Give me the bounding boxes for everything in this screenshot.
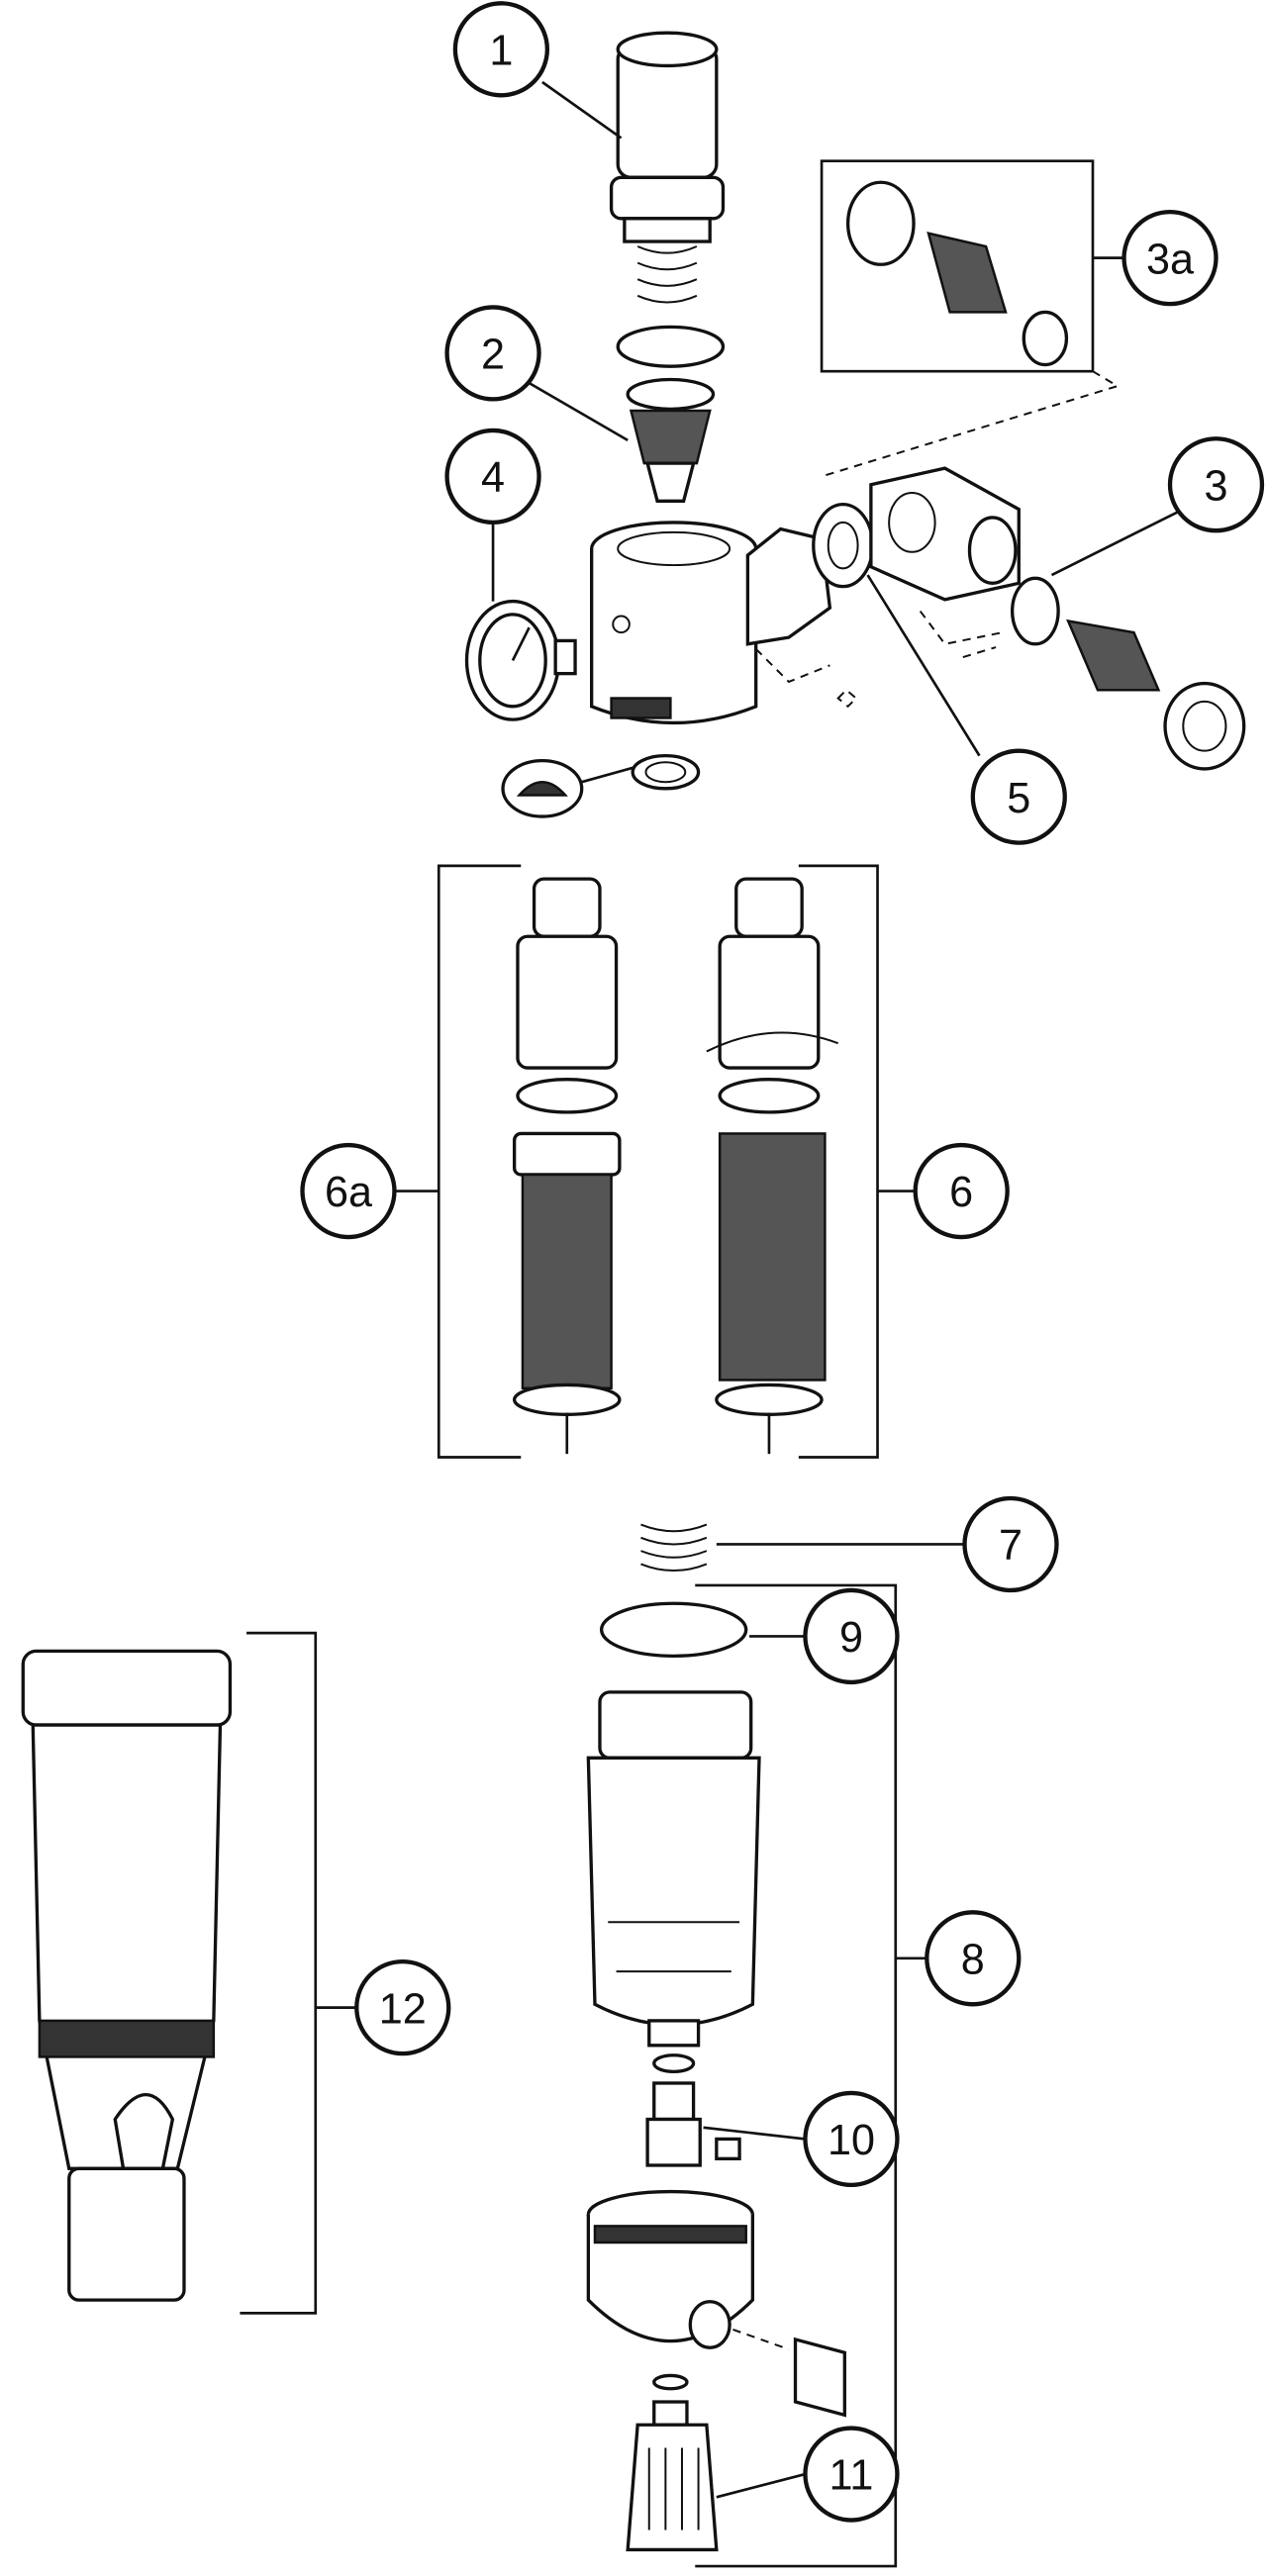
part-3a-connection-set-alt xyxy=(820,159,1121,478)
svg-text:4: 4 xyxy=(481,454,505,502)
callout-7: 7 xyxy=(962,1495,1059,1593)
svg-text:3a: 3a xyxy=(1146,236,1194,283)
part-11-drain-connector xyxy=(626,2373,719,2552)
svg-text:2: 2 xyxy=(481,332,505,379)
svg-text:12: 12 xyxy=(379,1985,427,2033)
leader-lines xyxy=(315,80,1181,2499)
bracket-6a xyxy=(437,864,522,1459)
callout-2: 2 xyxy=(444,305,541,402)
part-9-o-ring xyxy=(599,1601,748,1659)
callout-4: 4 xyxy=(444,428,541,525)
callout-1: 1 xyxy=(452,1,550,98)
part-8-filter-bowl xyxy=(586,1690,761,2048)
part-2-valve-insert xyxy=(616,325,726,503)
callout-8: 8 xyxy=(925,1910,1022,2007)
callout-10: 10 xyxy=(803,2090,900,2188)
svg-text:6a: 6a xyxy=(325,1169,372,1216)
part-6-filter-insert xyxy=(706,877,839,1455)
part-10-drain-valve xyxy=(645,2053,741,2167)
part-1-adjusting-knob xyxy=(609,31,726,304)
bracket-6 xyxy=(798,864,879,1459)
bracket-12 xyxy=(240,1631,318,2315)
part-3-connection-set xyxy=(869,466,1246,771)
part-main-housing xyxy=(590,521,832,725)
svg-text:5: 5 xyxy=(1007,775,1030,822)
callout-12: 12 xyxy=(354,1958,451,2056)
svg-text:11: 11 xyxy=(829,2452,874,2500)
svg-text:8: 8 xyxy=(961,1936,985,1983)
part-bottom-seal xyxy=(501,753,701,818)
part-drain-housing xyxy=(586,2189,846,2418)
bracket-8 xyxy=(695,1583,898,2568)
callout-6a: 6a xyxy=(300,1142,397,1240)
svg-text:10: 10 xyxy=(828,2117,875,2164)
callout-9: 9 xyxy=(803,1587,900,1685)
svg-text:9: 9 xyxy=(839,1614,863,1662)
svg-text:3: 3 xyxy=(1204,462,1227,510)
svg-text:6: 6 xyxy=(949,1169,973,1216)
callout-3a: 3a xyxy=(1121,209,1218,307)
callout-6: 6 xyxy=(913,1142,1010,1240)
part-4-pressure-gauge xyxy=(464,599,577,721)
callout-5: 5 xyxy=(970,748,1067,845)
svg-text:1: 1 xyxy=(489,27,513,74)
svg-text:7: 7 xyxy=(999,1522,1023,1570)
part-6a-filter-insert xyxy=(512,877,622,1455)
callout-3: 3 xyxy=(1167,436,1265,533)
callout-11: 11 xyxy=(803,2426,900,2523)
part-7-spring xyxy=(640,1523,708,1572)
part-12-transparent-housing xyxy=(21,1649,233,2302)
